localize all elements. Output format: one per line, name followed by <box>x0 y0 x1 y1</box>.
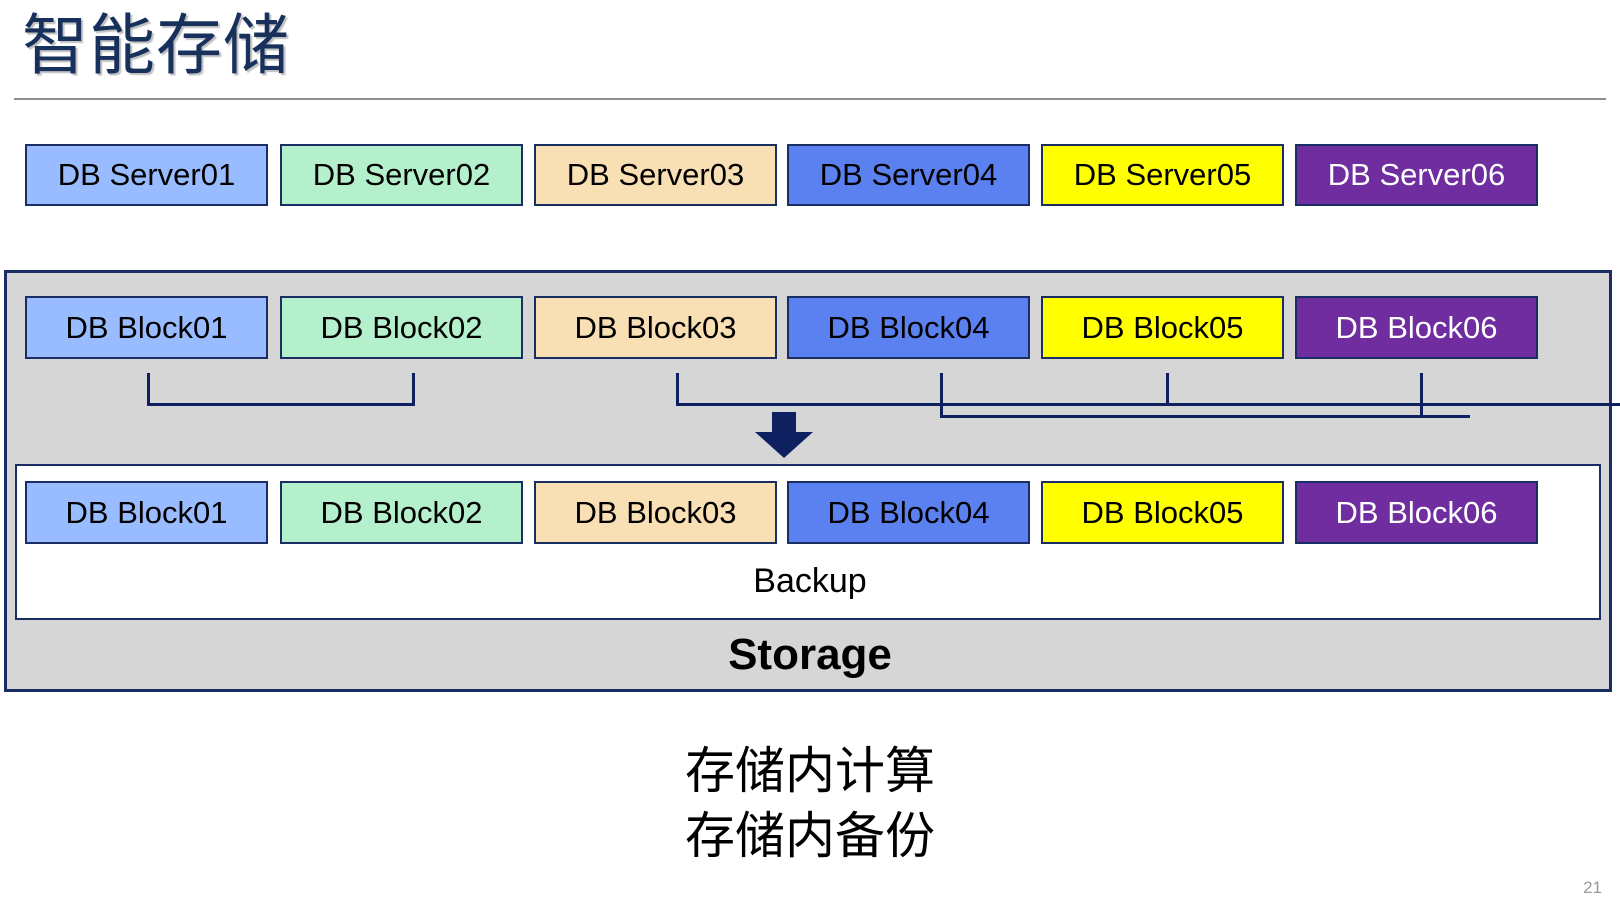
db-block-primary-box-label: DB Block04 <box>827 309 990 345</box>
db-block-backup-box-label: DB Block01 <box>65 494 228 530</box>
db-block-backup-box-5[interactable]: DB Block05 <box>1041 481 1284 544</box>
connector-line-block03-block05-horizontal <box>676 403 1620 406</box>
db-block-backup-box-2[interactable]: DB Block02 <box>280 481 523 544</box>
db-block-backup-box-3[interactable]: DB Block03 <box>534 481 777 544</box>
backup-label: Backup <box>753 562 867 600</box>
down-arrow-icon <box>755 412 813 458</box>
db-server-box-3[interactable]: DB Server03 <box>534 144 777 206</box>
db-block-primary-box-1[interactable]: DB Block01 <box>25 296 268 359</box>
db-block-backup-box-6[interactable]: DB Block06 <box>1295 481 1538 544</box>
arrow-head <box>755 432 813 458</box>
caption-line-1: 存储内计算 <box>685 743 935 799</box>
db-server-box-1[interactable]: DB Server01 <box>25 144 268 206</box>
db-server-box-4[interactable]: DB Server04 <box>787 144 1030 206</box>
db-server-box-label: DB Server06 <box>1327 157 1506 192</box>
db-server-box-6[interactable]: DB Server06 <box>1295 144 1538 206</box>
db-block-primary-box-5[interactable]: DB Block05 <box>1041 296 1284 359</box>
db-server-box-5[interactable]: DB Server05 <box>1041 144 1284 206</box>
db-block-backup-box-label: DB Block06 <box>1335 494 1498 530</box>
caption-line-2: 存储内备份 <box>685 808 935 864</box>
page-number: 21 <box>1583 878 1602 897</box>
db-block-primary-box-6[interactable]: DB Block06 <box>1295 296 1538 359</box>
db-server-box-label: DB Server01 <box>57 157 236 192</box>
arrow-stem <box>772 412 796 434</box>
db-server-box-label: DB Server05 <box>1073 157 1252 192</box>
db-server-box-label: DB Server03 <box>566 157 745 192</box>
db-block-backup-box-1[interactable]: DB Block01 <box>25 481 268 544</box>
page-title: 智能存储 <box>22 8 290 82</box>
storage-label: Storage <box>728 630 892 679</box>
connector-line-block03-vertical <box>676 373 679 406</box>
db-server-box-label: DB Server04 <box>819 157 998 192</box>
connector-line-block04-block06-horizontal <box>940 415 1470 418</box>
db-block-backup-box-label: DB Block04 <box>827 494 990 530</box>
db-block-primary-box-2[interactable]: DB Block02 <box>280 296 523 359</box>
db-block-primary-box-label: DB Block05 <box>1081 309 1244 345</box>
db-block-primary-box-label: DB Block03 <box>574 309 737 345</box>
db-block-backup-box-4[interactable]: DB Block04 <box>787 481 1030 544</box>
db-block-backup-box-label: DB Block03 <box>574 494 737 530</box>
connector-line-block06-vertical <box>1420 373 1423 418</box>
db-block-primary-box-4[interactable]: DB Block04 <box>787 296 1030 359</box>
db-block-backup-box-label: DB Block02 <box>320 494 483 530</box>
db-block-primary-box-3[interactable]: DB Block03 <box>534 296 777 359</box>
connector-line-block01-vertical <box>147 373 150 406</box>
db-block-primary-box-label: DB Block02 <box>320 309 483 345</box>
db-block-primary-box-label: DB Block06 <box>1335 309 1498 345</box>
db-block-primary-box-label: DB Block01 <box>65 309 228 345</box>
db-server-box-label: DB Server02 <box>312 157 491 192</box>
connector-line-block01-block02-horizontal <box>147 403 415 406</box>
connector-line-block02-vertical <box>412 373 415 406</box>
db-server-box-2[interactable]: DB Server02 <box>280 144 523 206</box>
db-block-backup-box-label: DB Block05 <box>1081 494 1244 530</box>
title-divider <box>14 98 1606 100</box>
connector-line-block05-vertical <box>1166 373 1169 406</box>
connector-line-block04-vertical <box>940 373 943 418</box>
